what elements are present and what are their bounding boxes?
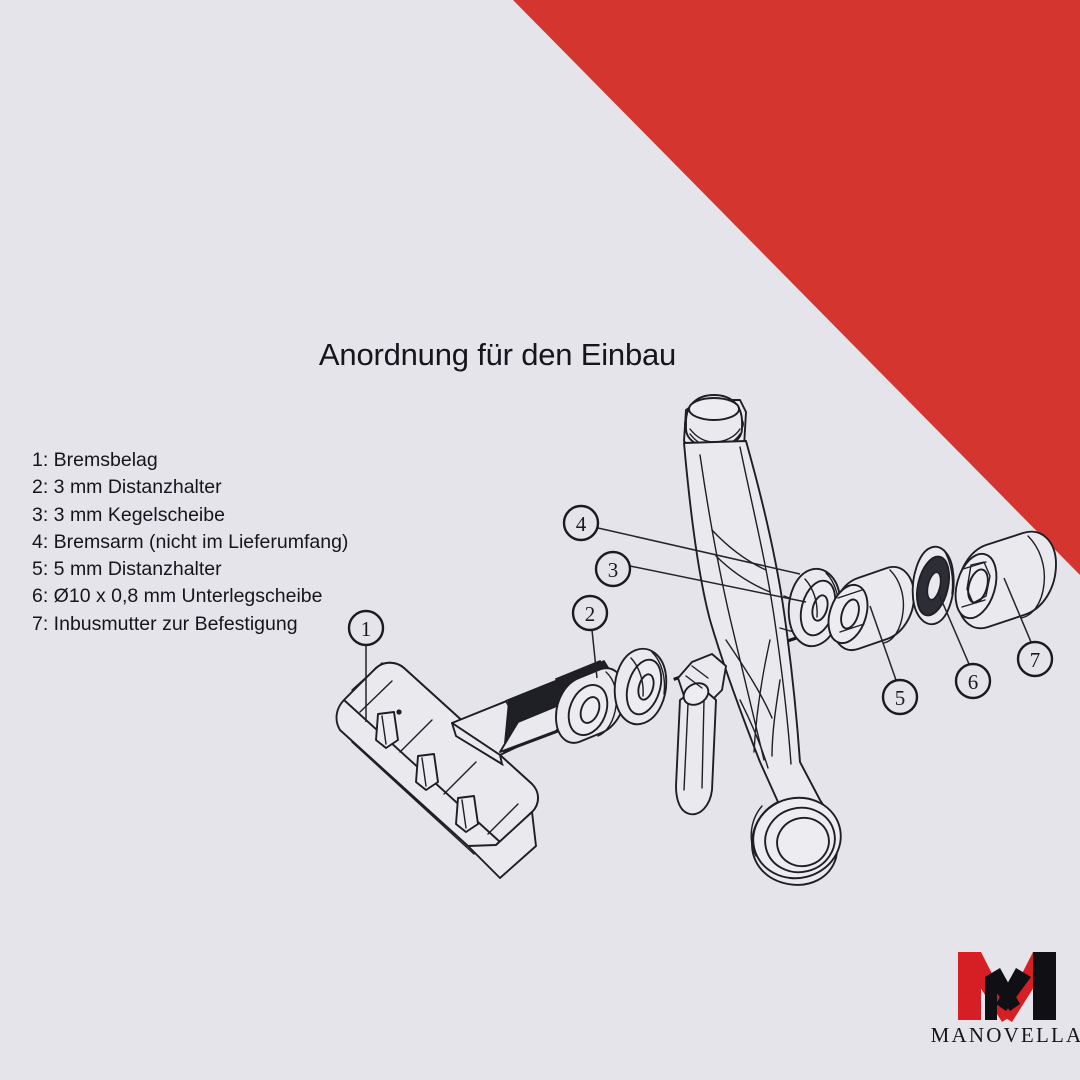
legend-item-5: 5: 5 mm Distanzhalter (32, 558, 222, 581)
brake-arm-pivot-boss (750, 796, 842, 880)
legend-item-1: 1: Bremsbelag (32, 449, 158, 471)
callout-4-label: 4 (576, 512, 587, 536)
logo-mark-red (958, 952, 1056, 1022)
callout-6[interactable]: 6 (954, 662, 992, 700)
legend-item-2: 2: 3 mm Distanzhalter (32, 476, 222, 499)
callout-6-label: 6 (968, 670, 979, 694)
callout-3[interactable]: 3 (594, 550, 632, 588)
legend-item-3: 3: 3 mm Kegelscheibe (32, 503, 225, 526)
callout-7[interactable]: 7 (1016, 640, 1054, 678)
callout-2-label: 2 (585, 602, 596, 626)
brake-arm-cable-anchor (683, 394, 747, 458)
legend-item-4: 4: Bremsarm (nicht im Lieferumfang) (32, 530, 349, 553)
part-cone-washer-right (787, 567, 842, 648)
part-conical-washer (613, 647, 668, 726)
part-flat-washer (911, 545, 955, 626)
brake-arm-mount-slot (675, 653, 727, 816)
red-corner-triangle (513, 0, 1080, 575)
logo-mark-black (985, 952, 1056, 1020)
callout-5-label: 5 (895, 686, 906, 710)
logo-wordmark: MANOVELLA (931, 1023, 1080, 1047)
legend-item-7: 7: Inbusmutter zur Befestigung (32, 612, 298, 635)
callout-7-label: 7 (1030, 648, 1041, 672)
brake-pad-stud (451, 659, 619, 766)
assembly-axis-line (540, 554, 1041, 726)
legend-item-6: 6: Ø10 x 0,8 mm Unterlegscheibe (32, 585, 323, 608)
part-allen-nut (954, 530, 1057, 630)
parts-legend: 1: Bremsbelag 2: 3 mm Distanzhalter 3: 3… (32, 447, 348, 638)
callout-3-label: 3 (608, 558, 619, 582)
callout-1-label: 1 (361, 617, 372, 641)
callout-leaders (365, 527, 1032, 722)
callout-1[interactable]: 1 (347, 609, 385, 647)
part-brake-pad (335, 659, 619, 879)
part-spacer-5mm (827, 566, 915, 651)
part-brake-arm (675, 394, 842, 886)
callout-5[interactable]: 5 (881, 678, 919, 716)
callout-4[interactable]: 4 (562, 504, 600, 542)
page-title: Anordnung für den Einbau (318, 337, 677, 372)
part-spacer-3mm (555, 667, 626, 744)
callout-2[interactable]: 2 (571, 594, 609, 632)
